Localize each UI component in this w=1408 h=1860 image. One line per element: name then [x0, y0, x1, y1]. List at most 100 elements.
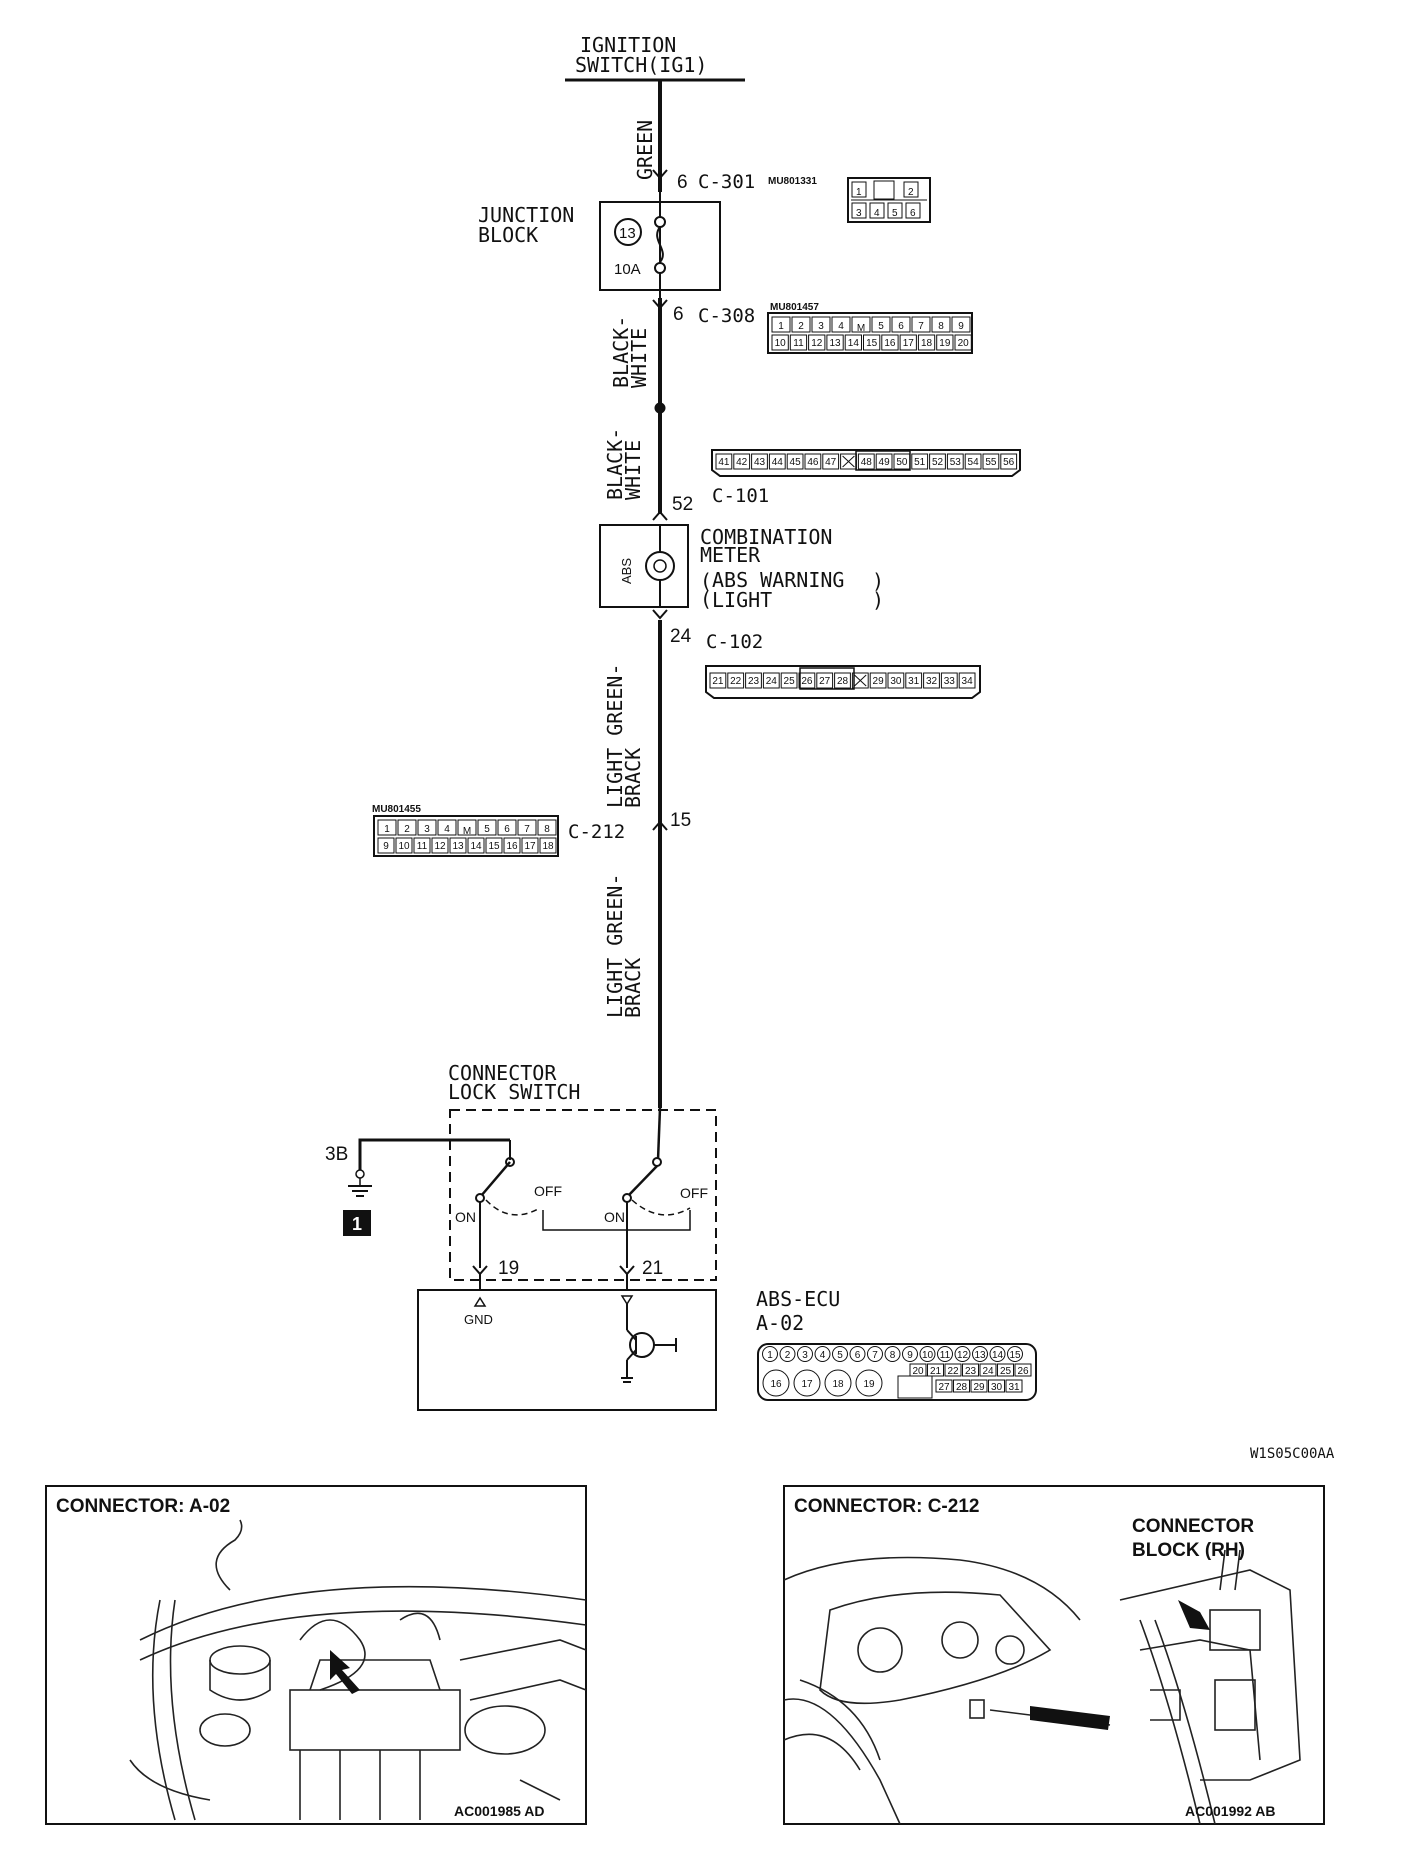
pin-cell — [537, 819, 557, 836]
pin-label: 1 — [384, 824, 390, 835]
pin-cell — [745, 672, 762, 689]
ground-ref-label: 3B — [325, 1144, 348, 1165]
ground-connection: 3B 1 — [325, 1138, 510, 1236]
pin-cell — [1005, 1379, 1023, 1393]
pin-label: 54 — [968, 457, 980, 468]
connector-location-arrow-c212 — [1030, 1600, 1210, 1730]
pin-label: 32 — [926, 676, 938, 687]
pin-label: 45 — [790, 457, 802, 468]
pin-cell — [449, 837, 467, 854]
svg-text:LOCK SWITCH: LOCK SWITCH — [448, 1080, 580, 1104]
switch-off-label-right: OFF — [680, 1185, 708, 1201]
pin-label: 31 — [1008, 1382, 1020, 1393]
pin-label: 2 — [404, 824, 410, 835]
pin-label: 34 — [962, 676, 974, 687]
pin-label: 25 — [784, 676, 796, 687]
pin-cell — [397, 819, 417, 836]
pin-label: 22 — [730, 676, 742, 687]
pin-label: 10 — [922, 1350, 934, 1361]
pin-label: 12 — [957, 1350, 969, 1361]
pin-label: 23 — [965, 1366, 977, 1377]
pin-cell — [826, 334, 844, 351]
wire-color-black-white-1: BLACK- WHITE — [609, 316, 651, 388]
pin-cell — [751, 453, 768, 470]
svg-text:3: 3 — [856, 208, 862, 219]
pin-cell — [891, 316, 911, 333]
pin-cell — [497, 819, 517, 836]
pin-label: 18 — [832, 1379, 844, 1390]
pin-cell — [417, 819, 437, 836]
pin-label: 9 — [383, 841, 389, 852]
pin-cell — [727, 672, 745, 689]
pin-label: 5 — [484, 824, 490, 835]
pin-label: M — [463, 826, 471, 837]
pin-label: 12 — [434, 841, 446, 852]
connector-c301-face — [847, 177, 931, 223]
panel-a02-code: AC001985 AD — [454, 1803, 545, 1819]
pin-label: 20 — [912, 1366, 924, 1377]
pin-label: 23 — [748, 676, 760, 687]
pin-cell — [869, 672, 887, 689]
panel-c212-title: CONNECTOR: C-212 — [794, 1496, 979, 1517]
pin-cell — [824, 1369, 852, 1397]
svg-text:C-102: C-102 — [706, 631, 763, 653]
pin-cell — [988, 1379, 1005, 1393]
pin-cell — [911, 316, 931, 333]
pin-cell — [972, 1346, 988, 1362]
pin-label: 42 — [736, 457, 748, 468]
pin-label: 7 — [872, 1350, 878, 1361]
connector-c301: 6 C-301 MU801331 — [652, 169, 817, 193]
pin-label: 50 — [896, 457, 908, 468]
pin-label: 16 — [884, 338, 896, 349]
wire-color-light-green-2: LIGHT GREEN- BRACK — [603, 874, 645, 1019]
svg-text:CONNECTOR: CONNECTOR — [1132, 1516, 1254, 1537]
ecu-name: ABS-ECU — [756, 1287, 840, 1311]
pin-label: 18 — [542, 841, 554, 852]
pin-label: 1 — [778, 321, 784, 332]
pin-cell — [779, 1346, 796, 1362]
pin-cell — [762, 672, 780, 689]
pin-cell — [970, 1379, 988, 1393]
pin-cell — [771, 334, 789, 351]
svg-text:24: 24 — [670, 626, 692, 647]
pin-cell — [467, 837, 485, 854]
svg-text:CONNECTOR: CONNECTOR — [448, 1061, 557, 1085]
svg-text:BLACK-: BLACK- — [603, 428, 627, 500]
pin-label: 17 — [903, 338, 915, 349]
pin-label: 2 — [785, 1350, 791, 1361]
pin-cell — [395, 837, 413, 854]
switch-on-label-left: ON — [455, 1209, 476, 1225]
pin-label: 26 — [1017, 1366, 1029, 1377]
svg-text:LIGHT: LIGHT — [712, 588, 772, 612]
svg-text:BRACK: BRACK — [621, 958, 645, 1018]
pin-cell — [791, 316, 811, 333]
pin-cell — [780, 672, 798, 689]
pin-label: 11 — [417, 841, 428, 852]
connector-lock-switch: CONNECTOR LOCK SWITCH ON ON OFF OFF — [448, 1061, 717, 1281]
pin-label: 24 — [766, 676, 778, 687]
pin-label: 55 — [985, 457, 997, 468]
connector-c301-pin-labels: 1 2 3 4 5 6 — [856, 187, 916, 219]
svg-text:SWITCH(IG1): SWITCH(IG1) — [575, 53, 707, 77]
pin-label: M — [857, 323, 865, 334]
pin-label: 16 — [770, 1379, 782, 1390]
svg-text:BLOCK: BLOCK — [478, 223, 538, 247]
svg-text:MU801331: MU801331 — [768, 176, 817, 187]
pin-label: 18 — [921, 338, 933, 349]
pin-cell — [923, 672, 940, 689]
fuse-number: 13 — [619, 225, 636, 242]
pin-cell — [771, 316, 791, 333]
pin-label: 5 — [878, 321, 884, 332]
pin-label: 17 — [801, 1379, 813, 1390]
pin-cell — [804, 453, 822, 470]
pin-cell — [844, 334, 863, 351]
pin-label: 9 — [958, 321, 964, 332]
pin-label: 12 — [811, 338, 823, 349]
pin-cell — [931, 316, 951, 333]
panel-connector-a02: CONNECTOR: A-02 AC001985 AD — [45, 1485, 587, 1825]
panel-a02-title: CONNECTOR: A-02 — [56, 1496, 230, 1517]
pin-cell — [786, 453, 804, 470]
ecu-pin-warn-number: 21 — [642, 1258, 663, 1279]
